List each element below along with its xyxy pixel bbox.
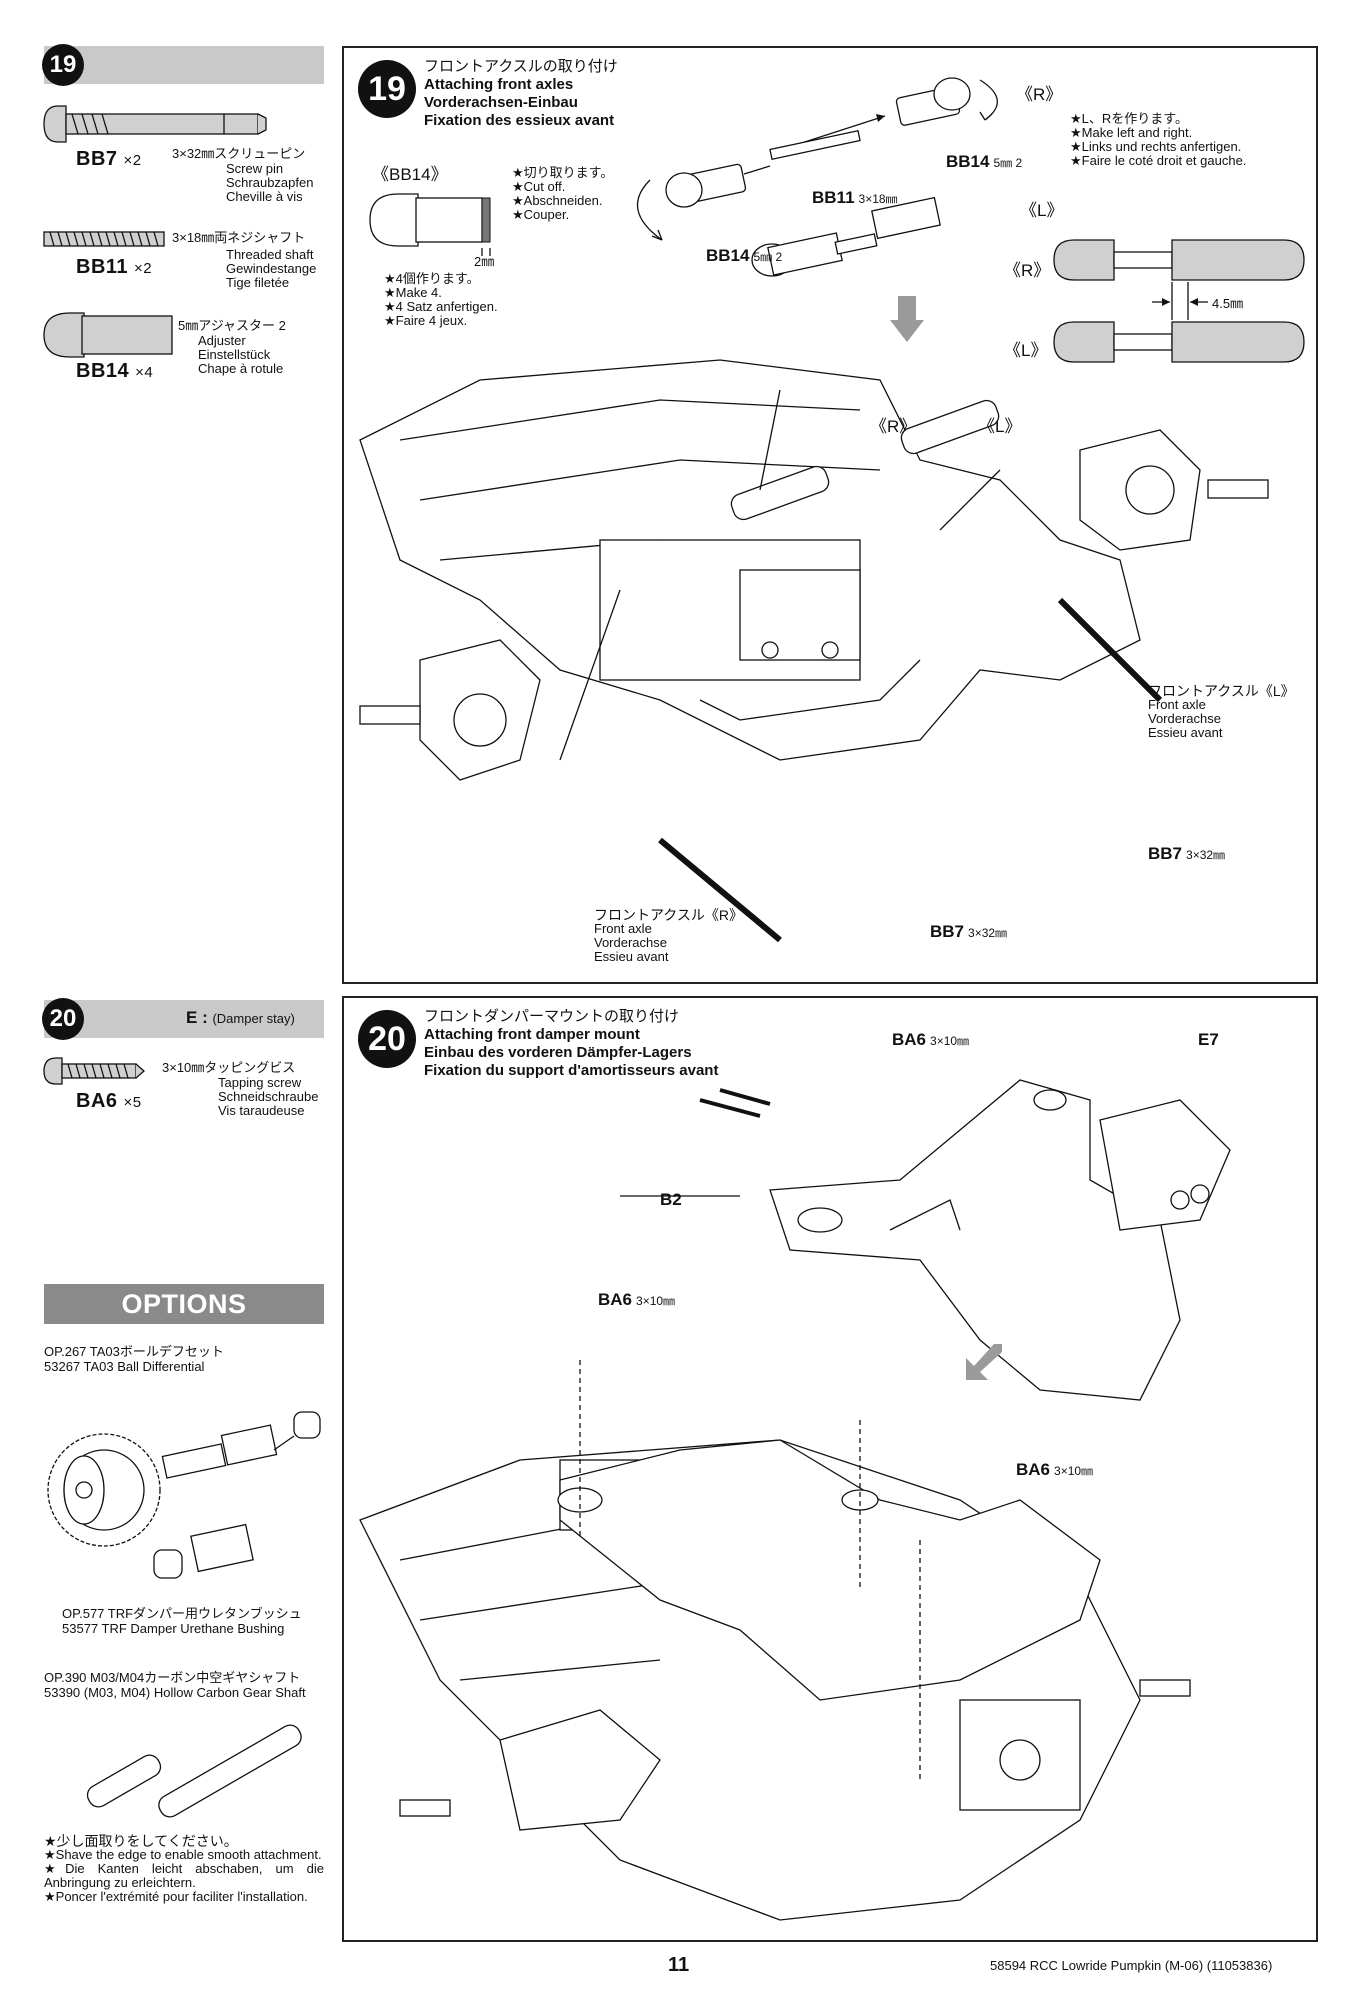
bb14-adjuster-icon	[43, 312, 173, 358]
ba6-part-code: BA6×5	[76, 1090, 142, 1112]
ball-differential-illustration	[47, 1411, 321, 1579]
options-notes: ★少し面取りをしてください。 ★Shave the edge to enable…	[44, 1833, 324, 1904]
damper-mount-exploded-illustration	[620, 1079, 1231, 1401]
step19-main-number-badge: 19	[358, 60, 416, 118]
step19-parts-header	[44, 46, 324, 84]
diagonal-arrow-icon	[966, 1344, 1002, 1380]
step20-title: フロントダンパーマウントの取り付け Attaching front damper…	[424, 1008, 719, 1079]
make-notes: ★4個作ります。★Make 4.★4 Satz anfertigen.★Fair…	[384, 271, 498, 328]
step19-title: フロントアクスルの取り付け Attaching front axles Vord…	[424, 58, 618, 129]
e7-label: E7	[1198, 1030, 1219, 1049]
adjuster-assembly-illustration	[636, 77, 998, 277]
chassis-front-axle-illustration	[359, 359, 1269, 943]
bb7-size-label: 3×32㎜スクリューピン	[172, 146, 306, 161]
cut-notes: ★切り取ります。★Cut off.★Abschneiden.★Couper.	[512, 165, 614, 222]
r-tag-chassis: 《R》	[870, 417, 917, 436]
bag-e-label: E : (Damper stay)	[186, 1008, 295, 1027]
bb7-part-code: BB7×2	[76, 148, 142, 170]
ba6-size-label: 3×10㎜タッピングビス	[162, 1060, 296, 1075]
model-info: 58594 RCC Lowride Pumpkin (M-06) (110538…	[990, 1958, 1273, 1973]
options-header: OPTIONS	[44, 1284, 324, 1324]
bb11-part-code: BB11×2	[76, 256, 153, 278]
cut-dimension: 2㎜	[474, 254, 495, 269]
gap-dimension: 4.5㎜	[1212, 296, 1244, 311]
step20-number-badge: 20	[42, 998, 84, 1040]
bb7-screw-pin-icon	[43, 105, 267, 143]
bb14-part-code: BB14×4	[76, 360, 154, 382]
r-tag-top: 《R》	[1016, 85, 1063, 104]
l-tag-detail: 《L》	[1004, 341, 1048, 360]
r-tag-detail: 《R》	[1004, 261, 1051, 280]
bb11-size-label: 3×18㎜両ネジシャフト	[172, 230, 306, 245]
chassis-damper-mount-illustration	[359, 1360, 1191, 1921]
down-arrow-icon	[890, 296, 924, 342]
l-tag-top: 《L》	[1020, 201, 1064, 220]
ba6-tapping-screw-icon	[43, 1057, 145, 1085]
step20-parts-header	[44, 1000, 324, 1038]
left-right-adjuster-detail	[1053, 239, 1305, 363]
step20-main-number-badge: 20	[358, 1010, 416, 1068]
step19-number-badge: 19	[42, 44, 84, 86]
bb11-threaded-shaft-icon	[43, 231, 165, 247]
carbon-gear-shaft-illustration	[86, 1724, 302, 1818]
bb14-cut-tag: 《BB14》	[372, 165, 448, 184]
bb14-cut-illustration	[369, 193, 491, 256]
l-tag-chassis: 《L》	[978, 417, 1022, 436]
page-number: 11	[668, 1954, 690, 1976]
bb14-size-label: 5㎜アジャスター 2	[178, 318, 286, 333]
b2-label: B2	[660, 1190, 682, 1209]
left-right-notes: ★L、Rを作ります。★Make left and right.★Links un…	[1070, 111, 1247, 168]
